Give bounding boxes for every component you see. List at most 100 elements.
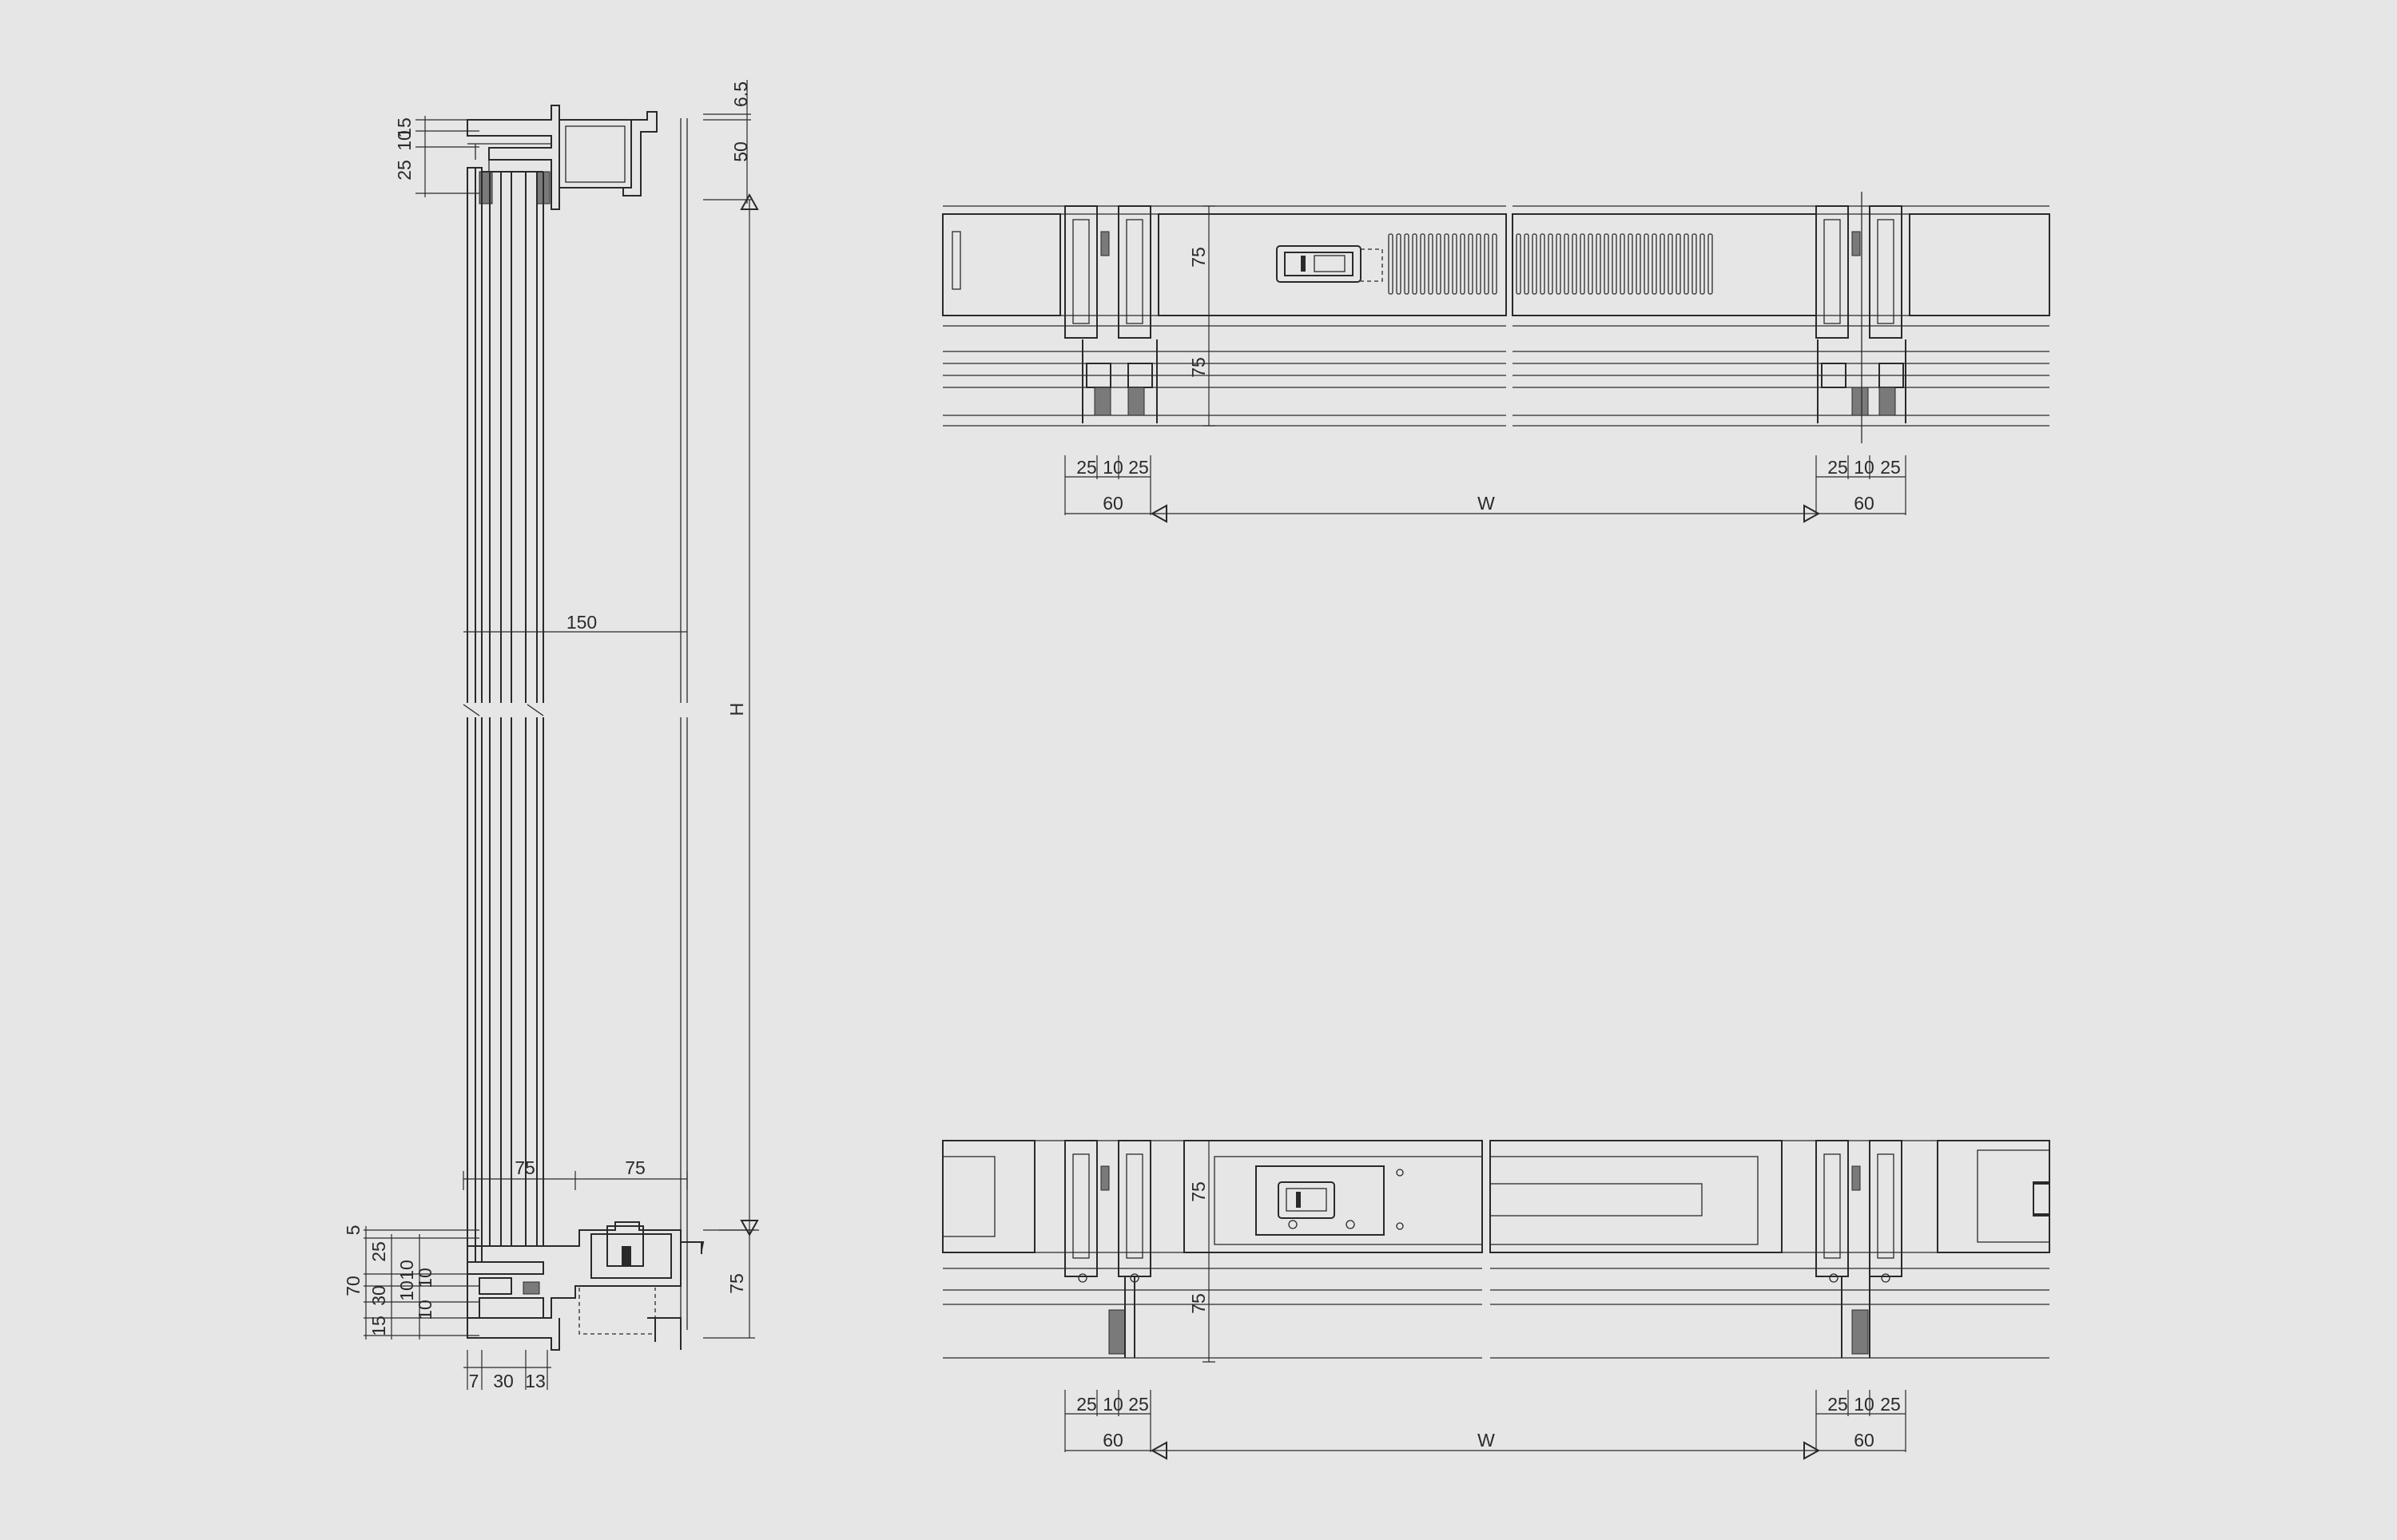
plan-bottom-dim-75b: 75 [1188,1293,1209,1314]
mullion-left [1064,205,1158,423]
plan-bottom-right-60: 60 [1854,1430,1874,1451]
vent-slot [1476,233,1481,295]
plan-top-left-25b: 25 [1128,457,1149,478]
vent-slot [1564,233,1569,295]
vent-slot [1707,233,1713,295]
plan-top-dim-75a: 75 [1188,247,1209,268]
dim-bl-70: 70 [343,1276,364,1296]
lock-handle [1276,245,1383,283]
dim-bl-25: 25 [368,1241,389,1262]
plan-top-right-10: 10 [1854,457,1874,478]
vent-slot [1444,233,1449,295]
vent-slot [1628,233,1633,295]
plan-top-width-w: W [1477,493,1495,514]
dim-b-13: 13 [525,1371,546,1391]
dim-bl-15: 15 [368,1316,389,1336]
dim-b-30: 30 [493,1371,514,1391]
dim-b-7: 7 [469,1371,479,1391]
vent-slot [1644,233,1649,295]
dim-bottom-75a: 75 [515,1157,535,1178]
vent-slot [1460,233,1465,295]
vent-slot [1404,233,1409,295]
dim-right-75: 75 [726,1273,747,1294]
mullion-left-bottom [1064,1140,1151,1358]
vertical-section-dimensions: 15 10 25 6.5 50 H 150 75 75 [343,80,759,1391]
vent-slot [1452,233,1457,295]
vent-slot [1468,233,1473,295]
vent-slot [1532,233,1537,295]
width-150: 150 [566,612,597,633]
plan-top-right-25b: 25 [1880,457,1901,478]
vent-slot [1604,233,1609,295]
plan-bottom-dim-75a: 75 [1188,1181,1209,1202]
vent-slot [1596,233,1601,295]
vent-slot [1556,233,1561,295]
plan-bottom-right-25a: 25 [1827,1394,1848,1415]
vent-slot [1396,233,1401,295]
plan-bottom-left-10: 10 [1103,1394,1123,1415]
mullion-right [1815,192,1906,443]
dim-top-15: 15 [394,117,415,138]
vent-slot [1516,233,1521,295]
dim-top-25: 25 [394,160,415,181]
vent-slot [1540,233,1545,295]
dim-bl-10c: 10 [396,1280,417,1301]
plan-bottom-left-25b: 25 [1128,1394,1149,1415]
vertical-section: 15 10 25 6.5 50 H 150 75 75 [343,80,759,1391]
plan-top-right-25a: 25 [1827,457,1848,478]
vent-slot [1484,233,1489,295]
vent-slot [1588,233,1593,295]
sash-stiles [459,118,699,1330]
vent-slot [1620,233,1625,295]
dim-right-6-5: 6.5 [730,81,751,107]
plan-top-dim-75b: 75 [1188,357,1209,378]
vent-slot [1691,233,1697,295]
plan-top-dimensions: 75 75 25 10 25 60 W 25 10 25 60 [1064,205,1906,523]
plan-bottom-right-10: 10 [1854,1394,1874,1415]
vent-slot [1524,233,1529,295]
vent-slot [1412,233,1417,295]
vent-slot [1388,233,1393,295]
dim-bl-10a: 10 [396,1260,417,1280]
mullion-right-bottom [1815,1140,1902,1358]
plan-top-left-10: 10 [1103,457,1123,478]
plan-bottom-left-25a: 25 [1076,1394,1097,1415]
head-frame-profile [467,105,658,210]
vent-slot [1580,233,1585,295]
dim-bl-5: 5 [343,1225,364,1236]
vent-slot [1420,233,1425,295]
plan-top-left-60: 60 [1103,493,1123,514]
vent-slot [1683,233,1689,295]
plan-bottom-dimensions: 75 75 25 10 25 60 W 25 10 25 60 [1064,1140,1906,1460]
vent-slot [1636,233,1641,295]
plan-section-top: 75 75 25 10 25 60 W 25 10 25 60 [942,192,2050,523]
vent-slot [1492,233,1497,295]
vent-slot [1428,233,1433,295]
dim-bl-30: 30 [368,1285,389,1306]
plan-top-left-25a: 25 [1076,457,1097,478]
sill-frame-profile [467,1221,705,1351]
dim-bl-10d: 10 [415,1300,435,1320]
dim-bottom-75b: 75 [625,1157,646,1178]
plan-bottom-left-60: 60 [1103,1430,1123,1451]
lock-handle-bottom [1255,1165,2050,1236]
vent-slot [1548,233,1553,295]
vent-slot [1699,233,1705,295]
vent-slot [1676,233,1681,295]
vent-slot [1436,233,1441,295]
vent-slot [1668,233,1673,295]
vent-grille [1388,233,1713,295]
vent-slot [1660,233,1665,295]
plan-top-right-60: 60 [1854,493,1874,514]
plan-bottom-right-25b: 25 [1880,1394,1901,1415]
vent-slot [1572,233,1577,295]
vent-slot [1612,233,1617,295]
plan-bottom-width-w: W [1477,1430,1495,1451]
dim-bl-10b: 10 [415,1268,435,1288]
dim-top-10: 10 [394,130,415,151]
vent-slot [1652,233,1657,295]
plan-section-bottom: 75 75 25 10 25 60 W 25 10 25 60 [942,1140,2050,1460]
dim-right-50: 50 [730,141,751,162]
